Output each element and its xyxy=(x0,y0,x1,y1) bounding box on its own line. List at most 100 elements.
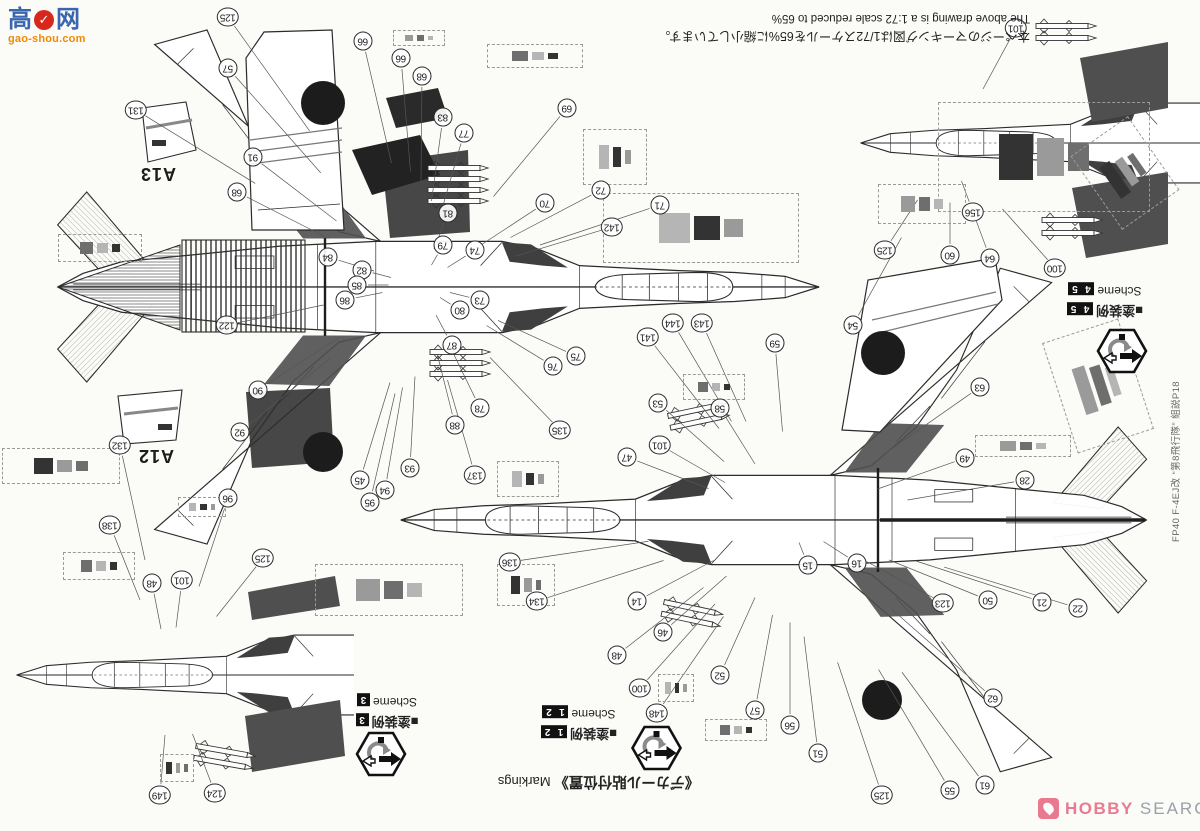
callout-number: 92 xyxy=(230,422,250,442)
decal-stencil-box xyxy=(497,461,559,497)
thumb-badge-icon: ✓ xyxy=(34,10,54,30)
callout-number: 63 xyxy=(970,377,990,397)
callout-number: 54 xyxy=(843,315,863,335)
scheme-number-box: 3 xyxy=(356,693,370,707)
callout-number: 78 xyxy=(470,398,490,418)
markings-title-en: Markings xyxy=(497,774,551,789)
kit-reference-note: FP40 F-4EJ改 “第8飛行隊” 組説P18 xyxy=(1171,381,1182,542)
callout-number: 16 xyxy=(847,553,867,573)
decal-stencil-box xyxy=(393,30,445,46)
callout-number: 66 xyxy=(353,31,373,51)
decal-stencil-box xyxy=(938,102,1150,212)
callout-number: 75 xyxy=(566,346,586,366)
decal-stencil-box xyxy=(487,44,583,68)
callout-number: 125 xyxy=(874,240,896,260)
callout-number: 73 xyxy=(470,290,490,310)
callout-number: 28 xyxy=(1015,470,1035,490)
decal-stencil-box xyxy=(497,564,555,606)
callout-number: 100 xyxy=(1044,258,1066,278)
scheme-number-box: 1 xyxy=(555,705,569,719)
hexagon-arrow-icon xyxy=(1096,328,1148,374)
callout-number: 84 xyxy=(318,247,338,267)
callout-number: 95 xyxy=(360,492,380,512)
scheme-number-box: 5 xyxy=(1068,282,1082,296)
callout-number: 94 xyxy=(375,480,395,500)
callout-number: 21 xyxy=(1032,592,1052,612)
callout-number: 125 xyxy=(217,7,239,27)
callout-number: 46 xyxy=(653,622,673,642)
callout-number: 68 xyxy=(227,182,247,202)
callout-number: 156 xyxy=(962,202,984,222)
callout-number: 96 xyxy=(218,488,238,508)
callout-number: 48 xyxy=(607,645,627,665)
callout-number: 15 xyxy=(798,555,818,575)
callout-number: 90 xyxy=(248,380,268,400)
callout-number: 80 xyxy=(450,300,470,320)
watermark-char-right: 网 xyxy=(56,6,80,33)
decal-stencil-box xyxy=(1070,116,1180,230)
callout-number: 14 xyxy=(627,591,647,611)
decal-stencil-box xyxy=(315,564,463,616)
hexagon-arrow-icon xyxy=(631,725,682,771)
scheme-number-box: 1 xyxy=(554,725,568,739)
gao-shou-watermark: 高 ✓ 网 gao-shou.com xyxy=(8,8,118,45)
callout-number: 50 xyxy=(978,590,998,610)
callout-number: 57 xyxy=(218,58,238,78)
watermark-char-left: 高 xyxy=(8,6,32,33)
callout-number: 48 xyxy=(142,573,162,593)
callout-number: 144 xyxy=(662,313,684,333)
hobby-search-logo: HOBBY SEARCH xyxy=(1038,798,1200,819)
scheme-number-box: 4 xyxy=(1081,282,1095,296)
flame-icon xyxy=(1038,798,1059,819)
decal-stencil-box xyxy=(178,497,226,517)
watermark-url: gao-shou.com xyxy=(8,33,86,45)
callout-number: 86 xyxy=(335,290,355,310)
callout-number: 125 xyxy=(871,785,893,805)
callout-number: 125 xyxy=(252,548,274,568)
decal-stencil-box xyxy=(58,234,142,262)
callout-number: 124 xyxy=(204,783,226,803)
scale-note-en: The above drawing is a 1:72 scale reduce… xyxy=(771,11,1030,24)
callout-number: 137 xyxy=(464,465,486,485)
scale-note-jp: 本ページのマーキング図は1/72スケールを65%に縮小しています。 xyxy=(657,29,1030,44)
decal-stencil-box xyxy=(975,435,1071,457)
part-sketch-a13 xyxy=(138,101,197,163)
callout-number: 62 xyxy=(983,688,1003,708)
callout-number: 71 xyxy=(650,195,670,215)
callout-number: 55 xyxy=(940,780,960,800)
callout-number: 138 xyxy=(99,515,121,535)
callout-number: 131 xyxy=(125,100,147,120)
callout-number: 57 xyxy=(745,700,765,720)
callout-number: 53 xyxy=(648,393,668,413)
decal-stencil-box xyxy=(63,552,135,580)
callout-number: 66 xyxy=(391,48,411,68)
callout-number: 149 xyxy=(149,785,171,805)
decal-stencil-box xyxy=(658,674,694,702)
decal-stencil-box xyxy=(603,193,799,263)
decal-stencil-box xyxy=(683,374,745,400)
decal-stencil-box xyxy=(160,754,194,782)
part-sketch-a12 xyxy=(117,389,183,445)
callout-number: 58 xyxy=(710,398,730,418)
callout-number: 93 xyxy=(400,458,420,478)
callout-number: 91 xyxy=(243,147,263,167)
callout-number: 22 xyxy=(1068,598,1088,618)
callout-number: 134 xyxy=(526,591,548,611)
brand-word-search: SEARCH xyxy=(1139,798,1200,818)
callout-number: 123 xyxy=(932,593,954,613)
callout-number: 79 xyxy=(433,235,453,255)
markings-title-jp: 《デカール貼付位置》 xyxy=(554,773,700,789)
brand-word-hobby: HOBBY xyxy=(1065,798,1134,818)
callout-number: 49 xyxy=(955,448,975,468)
callout-number: 142 xyxy=(601,217,623,237)
callout-number: 141 xyxy=(637,327,659,347)
callout-number: 74 xyxy=(465,240,485,260)
decal-stencil-box xyxy=(583,129,647,185)
scheme-number-box: 4 xyxy=(1080,302,1094,316)
callout-number: 101 xyxy=(649,435,671,455)
part-label-a12: A12 xyxy=(138,446,175,466)
decal-stencil-box xyxy=(2,448,120,484)
part-label-a13: A13 xyxy=(140,164,177,184)
